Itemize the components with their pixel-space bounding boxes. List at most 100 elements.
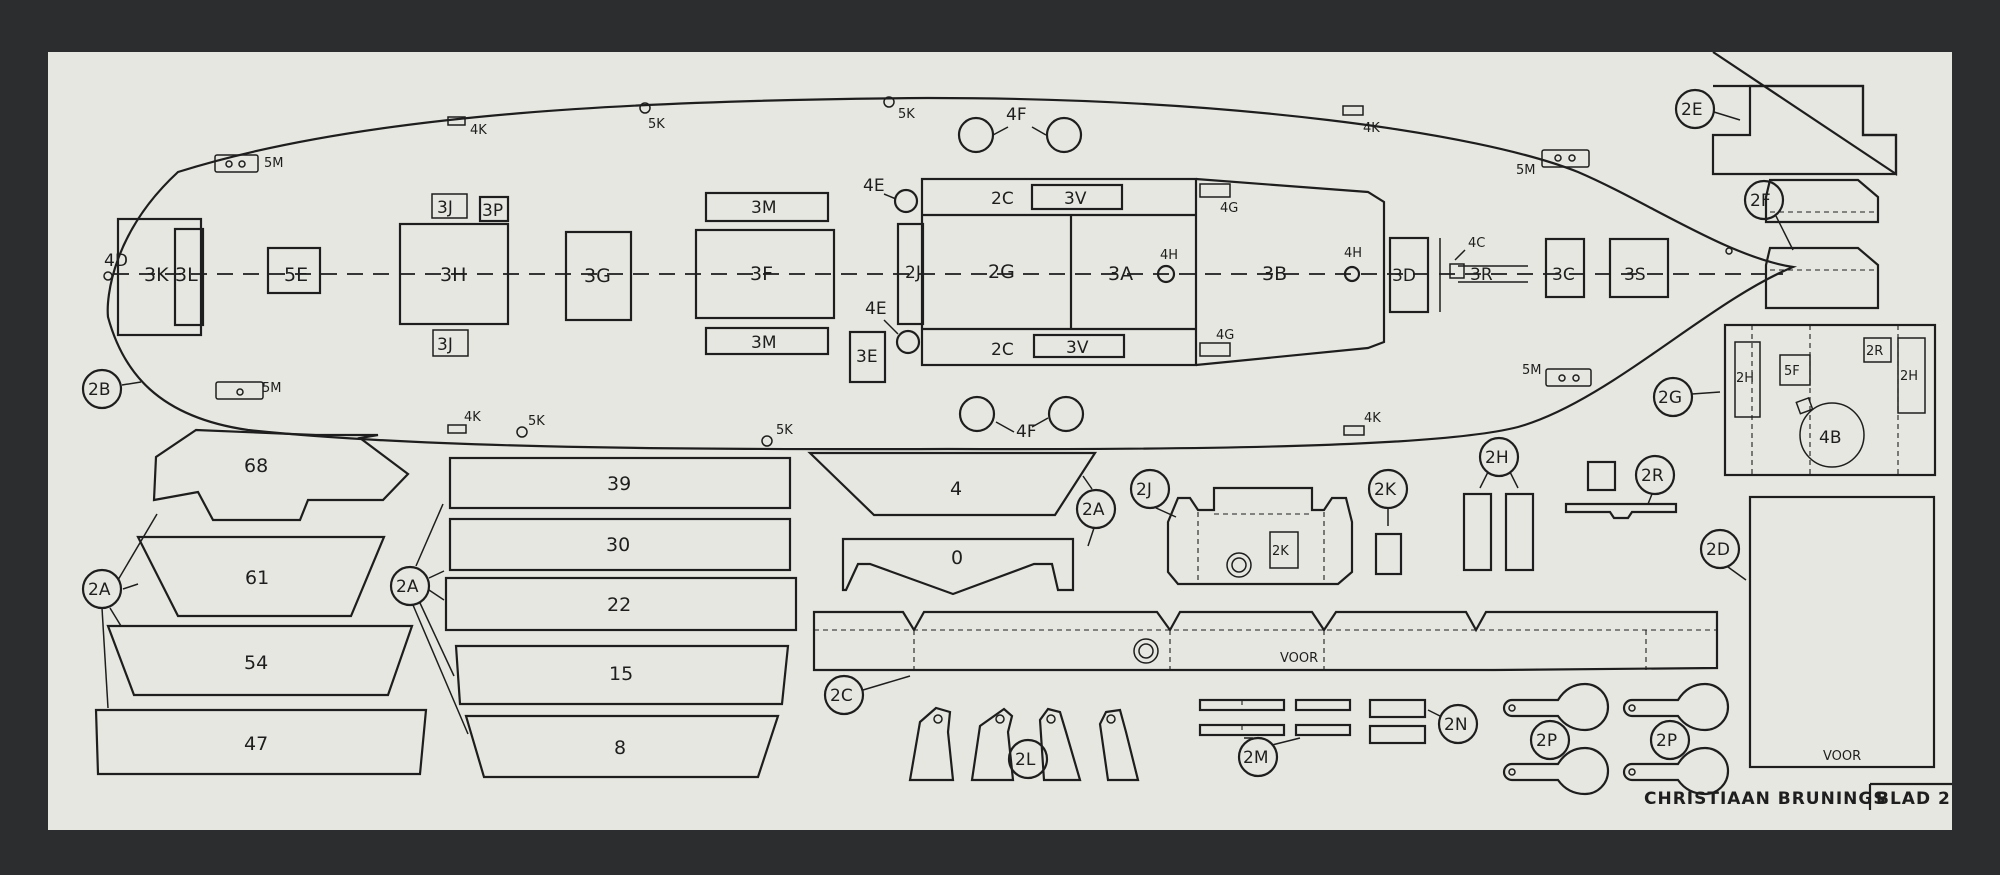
- label-2r-box: 2R: [1866, 344, 1883, 359]
- part-2r-rail: [1564, 502, 1678, 520]
- keyhole-4-hole: [1628, 768, 1636, 776]
- sheet-number: BLAD 2: [1876, 789, 1951, 809]
- callout-2n: [1437, 703, 1479, 745]
- part-4f-ba: [958, 395, 996, 433]
- drawing-sheet: 4D 3K 3L 5E 3H 3J 3P 3J 3G 3M 3F 3M 4E 2…: [48, 51, 1953, 830]
- arrow-2d: [1727, 566, 1747, 581]
- label-30: 30: [606, 534, 630, 556]
- label-4k-c: 4K: [464, 410, 481, 425]
- label-22: 22: [607, 594, 631, 616]
- fitting-4k-b: [1342, 105, 1364, 116]
- label-15: 15: [609, 663, 633, 685]
- callout-2g: [1652, 376, 1694, 418]
- construction-plan: 4D 3K 3L 5E 3H 3J 3P 3J 3G 3M 3F 3M 4E 2…: [81, 51, 1953, 810]
- part-61: [136, 535, 386, 618]
- label-3j-top: 3J: [437, 198, 453, 218]
- callout-2a-mid: [389, 565, 431, 607]
- arrow-2a-l4: [101, 607, 109, 709]
- label-5e: 5E: [284, 264, 308, 286]
- fitting-5m-b-hole: [1554, 154, 1562, 162]
- part-2j-port: [1226, 552, 1252, 578]
- arrow-2h-a: [1479, 471, 1489, 489]
- part-4f-ta: [957, 116, 995, 154]
- label-3m-bottom: 3M: [751, 333, 776, 353]
- part-3m-bottom: [704, 326, 830, 356]
- part-4g-bottom: [1199, 342, 1231, 357]
- arrow-2c: [862, 675, 911, 691]
- label-3g: 3G: [584, 265, 611, 287]
- fitting-5m-a-hole: [225, 160, 233, 168]
- arrow-2a-l1: [117, 513, 158, 581]
- label-4h-b: 4H: [1344, 246, 1362, 261]
- label-3h: 3H: [440, 264, 466, 286]
- label-2j-callout: 2J: [1136, 480, 1152, 500]
- arrow-4f-bb: [1031, 417, 1049, 428]
- arrow-4f-tb: [1031, 126, 1047, 136]
- label-4: 4: [950, 478, 962, 500]
- fitting-5k-d: [761, 435, 773, 447]
- label-0: 0: [951, 547, 963, 569]
- label-4d: 4D: [104, 251, 128, 271]
- part-3f: [694, 228, 836, 320]
- fitting-parts: 2K 2J 2K 2H 2R: [1129, 436, 1678, 586]
- part-3m-top: [704, 191, 830, 223]
- part-0: [841, 537, 1075, 596]
- callout-2r: [1634, 454, 1676, 496]
- arrow-2e: [1713, 111, 1741, 121]
- part-3b-deck: [1195, 177, 1386, 367]
- label-voor-2c: VOOR: [1280, 651, 1318, 666]
- label-2h-b: 2H: [1900, 369, 1918, 384]
- part-2m-2n: 2M 2N: [1198, 698, 1479, 778]
- label-4f-bottom: 4F: [1016, 422, 1037, 442]
- label-3j-bottom: 3J: [437, 335, 453, 355]
- label-4k-b: 4K: [1363, 121, 1380, 136]
- label-2c-bottom: 2C: [991, 340, 1014, 360]
- label-39: 39: [607, 473, 631, 495]
- part-2c-strip: VOOR 2C: [812, 610, 1719, 716]
- part-3l: [173, 227, 205, 327]
- label-5k-c: 5K: [528, 414, 545, 429]
- frames-middle: 39 30 22 15 8 2A: [389, 456, 798, 779]
- callout-2c: [823, 674, 865, 716]
- label-3e: 3E: [856, 347, 878, 367]
- label-3m-top: 3M: [751, 198, 776, 218]
- label-2m: 2M: [1243, 748, 1268, 768]
- title-block: CHRISTIAAN BRUNINGS BLAD 2: [1644, 782, 1953, 810]
- label-2c-callout: 2C: [830, 686, 853, 706]
- fitting-5k-b: [883, 96, 895, 108]
- label-4g-top: 4G: [1220, 201, 1238, 216]
- part-30: [448, 517, 792, 572]
- part-3v-top: [1030, 183, 1124, 211]
- part-2l-davits: 2L: [908, 706, 1140, 782]
- label-2p-a: 2P: [1536, 731, 1557, 751]
- keyhole-1-hole: [1508, 704, 1516, 712]
- label-2g-callout: 2G: [1658, 388, 1682, 408]
- part-39: [448, 456, 792, 510]
- label-3a: 3A: [1108, 263, 1133, 285]
- part-2j-house: [1166, 486, 1354, 586]
- label-4e-top: 4E: [863, 176, 885, 196]
- part-2p-pieces: 2P 2P: [1502, 682, 1730, 796]
- callout-2f: [1743, 179, 1785, 221]
- label-2j: 2J: [905, 263, 921, 283]
- keyhole-3: [1622, 682, 1730, 732]
- part-3e: [848, 330, 887, 384]
- part-2n-b: [1368, 724, 1427, 745]
- fitting-5m-d: [1545, 368, 1592, 387]
- part-2j-port-inner: [1231, 557, 1247, 573]
- davit-3: [1038, 707, 1082, 782]
- stern-parts: 2E 2F 2H 5F 2R 2H 4B 2G VOOR 2D: [1652, 51, 1937, 769]
- label-3f: 3F: [750, 263, 773, 285]
- fitting-5k-c: [516, 426, 528, 438]
- label-68: 68: [244, 455, 268, 477]
- arrow-2f: [1775, 215, 1794, 251]
- keyhole-1: [1502, 682, 1610, 732]
- label-5m-c: 5M: [262, 381, 282, 396]
- part-2m-b: [1294, 698, 1352, 712]
- part-4f-tb: [1045, 116, 1083, 154]
- davit-1: [908, 706, 955, 782]
- callout-2m: [1237, 736, 1279, 778]
- arrow-2m-b: [1271, 737, 1301, 746]
- arrow-4f-ba: [995, 421, 1015, 433]
- label-2h: 2H: [1485, 448, 1509, 468]
